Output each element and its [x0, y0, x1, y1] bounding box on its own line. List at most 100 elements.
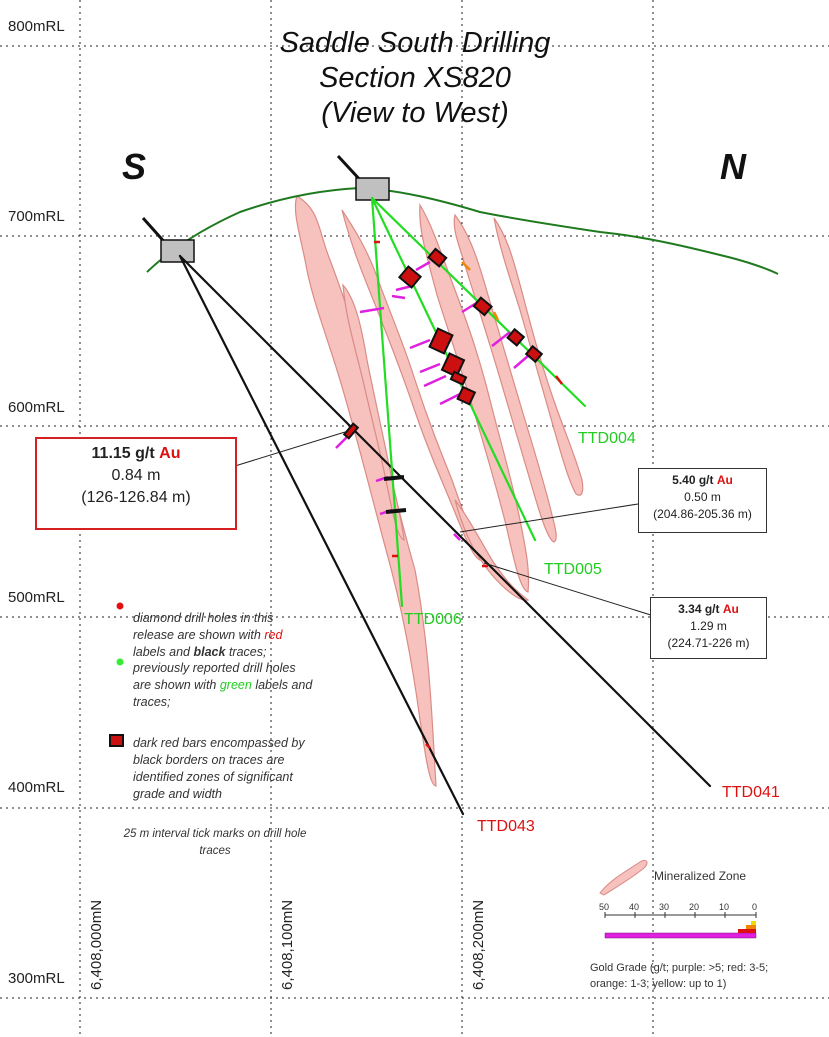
elevation-label: 800mRL	[8, 18, 65, 35]
ttd043-bars	[383, 475, 407, 514]
assay-grade: 5.40 g/t	[672, 473, 714, 487]
scale-tick-label: 0	[752, 902, 758, 912]
elevation-label: 400mRL	[8, 779, 65, 796]
significant-bar	[472, 296, 493, 317]
hole-label-ttd043: TTD043	[477, 818, 535, 835]
title-line-3: (View to West)	[321, 97, 509, 129]
assay-grade: 3.34 g/t	[678, 602, 720, 616]
grade-tick	[555, 375, 563, 385]
significant-bar	[506, 327, 526, 347]
title-line-1: Saddle South Drilling	[279, 27, 551, 59]
mineralized-zone-swatch	[599, 859, 648, 896]
legend-text-part: labels and traces;	[133, 678, 313, 709]
scale-tick-label: 30	[659, 902, 670, 912]
scale-tick-label: 40	[629, 902, 640, 912]
legend-text-part: previously reported drill holes are show…	[133, 661, 296, 692]
elevation-label: 700mRL	[8, 208, 65, 225]
trace-ttd041	[178, 254, 712, 788]
legend-text-part: traces;	[228, 645, 267, 659]
grade-tick	[492, 311, 500, 321]
assay-element: Au	[722, 602, 739, 616]
legend-bar-text: dark red bars encompassed by black borde…	[133, 736, 305, 801]
green-dot-icon	[116, 658, 124, 666]
grade-tick	[423, 374, 447, 388]
interval-bar	[385, 508, 407, 514]
significant-bar	[456, 385, 477, 406]
grade-tick	[409, 338, 431, 350]
page-title: Saddle South Drilling Section XS820 (Vie…	[180, 26, 650, 131]
legend-text-part: diamond drill holes in this release are …	[133, 611, 274, 642]
grade-tick	[335, 435, 349, 449]
key	[599, 859, 757, 939]
assay-grade: 11.15 g/t	[91, 445, 155, 462]
compass-north: N	[720, 146, 746, 187]
grade-tick	[425, 743, 431, 749]
significant-bar	[449, 370, 468, 386]
legend-black-word: black	[193, 645, 226, 659]
legend-green-word: green	[219, 678, 252, 692]
trace-ttd043	[178, 254, 465, 816]
assay-element: Au	[159, 445, 181, 462]
grade-tick	[461, 261, 471, 271]
assay-width: 0.50 m	[684, 490, 721, 504]
gold-grade-legend: Gold Grade (g/t; purple: >5; red: 3-5; o…	[590, 962, 769, 990]
assay-callout-2: 5.40 g/t Au 0.50 m (204.86-205.36 m)	[638, 468, 767, 533]
grade-bar-purple	[604, 932, 757, 939]
significant-bar	[427, 247, 448, 268]
legend-markers	[109, 602, 124, 747]
leader-c3	[483, 562, 655, 617]
mineralized-zone-4	[419, 203, 530, 593]
topography-line	[146, 186, 779, 275]
mineralized-zone-label: Mineralized Zone	[654, 869, 747, 883]
northing-label: 6,408,000mN	[88, 899, 105, 990]
scale-tick-label: 20	[689, 902, 700, 912]
hole-label-ttd041: TTD041	[722, 784, 780, 801]
grade-tick	[439, 392, 461, 406]
elevation-label: 500mRL	[8, 589, 65, 606]
assay-width: 1.29 m	[690, 619, 727, 633]
collars	[141, 154, 390, 263]
hole-label-ttd004: TTD004	[578, 430, 636, 447]
significant-bar	[397, 265, 423, 289]
collar-north	[355, 177, 390, 201]
scale-ticks	[604, 912, 757, 918]
grade-tick	[491, 331, 511, 347]
assay-element: Au	[716, 473, 733, 487]
legend-green-text: previously reported drill holes are show…	[133, 660, 313, 711]
assay-grade-line: 11.15 g/t Au	[37, 443, 235, 465]
mineralized-zones	[294, 195, 584, 787]
grade-tick	[513, 355, 529, 369]
legend-red-text: diamond drill holes in this release are …	[133, 610, 313, 661]
northing-label: 6,408,100mN	[279, 899, 296, 990]
trace-ttd006	[370, 196, 404, 608]
grade-tick	[391, 294, 406, 300]
interval-bar	[383, 475, 405, 481]
northing-label: 6,408,200mN	[470, 899, 487, 990]
grade-tick	[415, 260, 431, 272]
grade-bar-orange	[746, 925, 756, 929]
callout-leaders	[234, 431, 655, 617]
compass-south: S	[122, 146, 147, 187]
assay-callout-3: 3.34 g/t Au 1.29 m (224.71-226 m)	[650, 597, 767, 659]
assay-grade-line: 5.40 g/t Au	[639, 472, 766, 489]
significant-bar	[524, 344, 544, 364]
grade-bar-red	[738, 929, 756, 933]
elevation-label: 300mRL	[8, 970, 65, 987]
significant-intervals	[342, 247, 544, 440]
scale-tick-label: 10	[719, 902, 730, 912]
assay-width: 0.84 m	[111, 467, 161, 484]
red-dot-icon	[116, 602, 124, 610]
hole-label-ttd006: TTD006	[404, 611, 462, 628]
mineralized-zone-3	[341, 209, 481, 561]
scale-tick-label: 50	[599, 902, 610, 912]
grade-tick	[359, 306, 385, 314]
elevation-label: 600mRL	[8, 399, 65, 416]
assay-interval: (224.71-226 m)	[667, 636, 750, 650]
collar-south	[160, 239, 195, 263]
mineralized-zone-2	[342, 283, 405, 541]
grade-tick	[419, 362, 441, 374]
significant-bar	[342, 422, 360, 440]
assay-grade-line: 3.34 g/t Au	[651, 601, 766, 618]
